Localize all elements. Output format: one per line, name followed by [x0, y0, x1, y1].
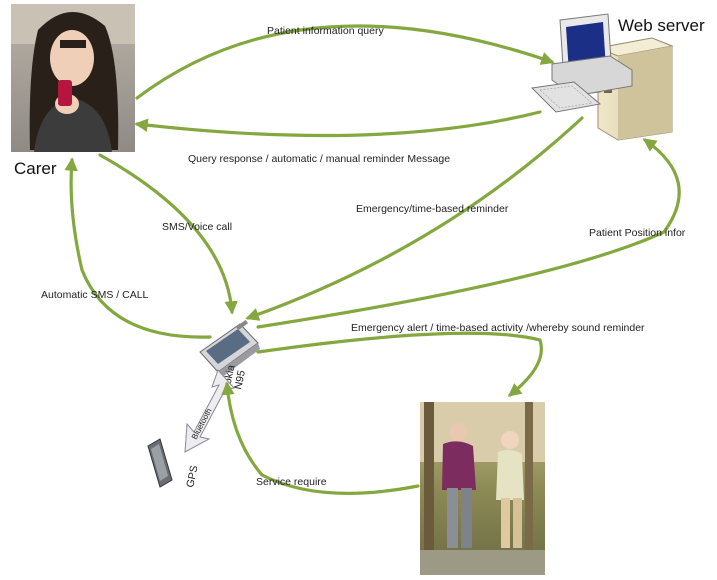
arrow-query-response — [134, 110, 542, 138]
label-query-response: Query response / automatic / manual remi… — [188, 153, 450, 165]
label-emergency-reminder: Emergency/time-based reminder — [356, 203, 509, 215]
label-patient-position: Patient Position infor — [589, 227, 686, 239]
arrow-patient-position — [256, 138, 681, 329]
arrow-auto-sms — [64, 157, 212, 339]
carer-label: Carer — [14, 159, 57, 178]
arrow-emergency-reminder — [245, 116, 584, 321]
carer-photo — [11, 4, 135, 152]
label-auto-sms: Automatic SMS / CALL — [41, 289, 149, 301]
web-server-label: Web server — [618, 16, 705, 35]
gps-device-icon — [147, 438, 173, 488]
arrow-patient-query — [135, 24, 555, 100]
label-patient-query: Patient information query — [267, 25, 384, 37]
phone-icon — [199, 319, 260, 378]
arrow-service-require — [221, 381, 420, 495]
bluetooth-label: Bluetooth — [190, 407, 214, 441]
arrow-emergency-alert — [256, 331, 543, 397]
label-sms-voice: SMS/Voice call — [162, 221, 232, 233]
web-server-icon — [530, 13, 674, 141]
gps-label: GPS — [184, 464, 200, 488]
arrow-sms-voice — [98, 153, 238, 315]
patient-photo — [420, 402, 545, 575]
label-emergency-alert: Emergency alert / time-based activity /w… — [351, 322, 645, 334]
label-service-require: Service require — [256, 476, 327, 488]
phone-label-line2: N95 — [232, 369, 248, 390]
